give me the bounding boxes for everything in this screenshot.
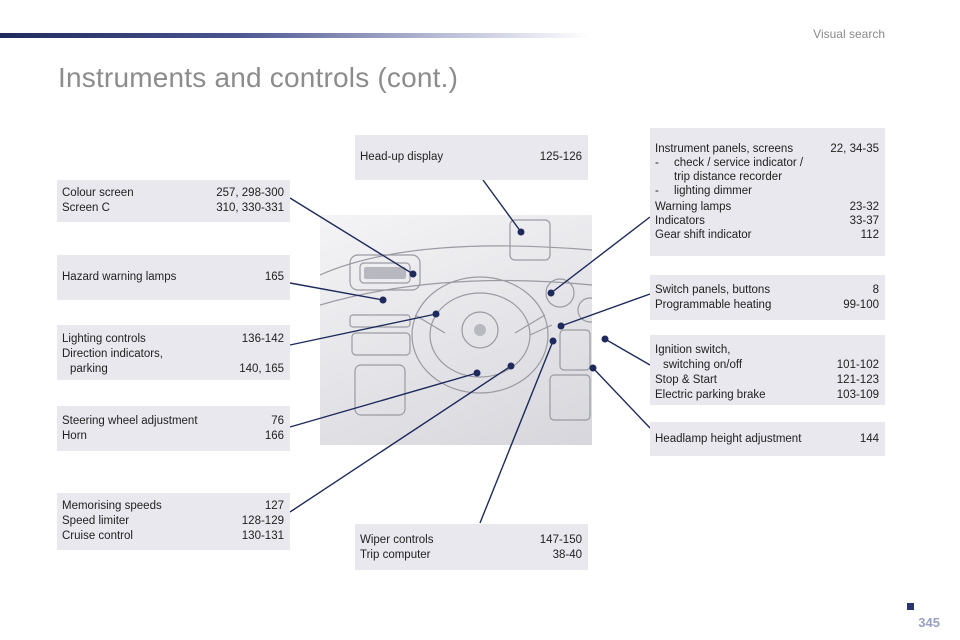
sub-item: trip distance recorder [655,170,879,184]
ref-label: Horn [62,430,87,442]
callout-instrument-panels: Instrument panels, screens 22, 34-35 - che… [650,128,885,256]
ref-label: Electric parking brake [655,389,766,401]
callout-row: Trip computer 38-40 [360,548,582,563]
page-title: Instruments and controls (cont.) [58,62,459,93]
page-ref: 101-102 [836,359,879,371]
callout-colour-screen: Colour screen 257, 298-300 Screen C 310, 3… [57,180,290,222]
ref-label: Cruise control [62,530,133,542]
page-ref: 144 [859,433,879,445]
page-ref: 8 [872,284,879,296]
page-ref: 23-32 [849,201,879,213]
ref-label: Instrument panels, screens [655,143,794,155]
page-ref: 310, 330-331 [216,202,284,214]
callout-row: Programmable heating 99-100 [655,298,879,313]
callout-speeds: Memorising speeds 127 Speed limiter 128-12… [57,493,290,550]
ref-label: Screen C [62,202,110,214]
callout-row: Speed limiter 128-129 [62,514,284,529]
ref-label: Indicators [655,215,705,227]
ref-label: Switch panels, buttons [655,284,771,296]
ref-label: Colour screen [62,187,134,199]
callout-row: Indicators 33-37 [655,214,879,228]
page-ref: 127 [264,500,284,512]
page-ref: 147-150 [539,534,582,546]
ref-label: Steering wheel adjustment [62,415,198,427]
ref-label: Programmable heating [655,299,772,311]
callout-row: Horn 166 [62,429,284,444]
callout-row: parking 140, 165 [62,362,284,377]
page-ref: 103-109 [836,389,879,401]
dash: - [655,185,659,197]
page-ref: 112 [860,229,879,241]
page-ref: 38-40 [552,549,582,561]
dashboard-drawing [320,219,592,421]
section-label: Visual search [813,27,885,41]
callout-steering: Steering wheel adjustment 76 Horn 166 [57,406,290,451]
ref-label: lighting dimmer [674,185,752,197]
callout-row: Wiper controls 147-150 [360,533,582,548]
page-ref: 166 [264,430,284,442]
ref-label: Trip computer [360,549,431,561]
callout-row: Instrument panels, screens 22, 34-35 [655,142,879,156]
callout-wiper: Wiper controls 147-150 Trip computer 38-40 [355,524,588,570]
callout-hazard: Hazard warning lamps 165 [57,255,290,300]
ref-label: Wiper controls [360,534,434,546]
ref-label: Speed limiter [62,515,130,527]
sub-item: - check / service indicator / [655,156,879,170]
callout-row: switching on/off 101-102 [655,358,879,373]
ref-label: Warning lamps [655,201,732,213]
page-ref: 99-100 [843,299,879,311]
callout-ignition: Ignition switch, switching on/off 101-102… [650,335,885,405]
ref-label: Gear shift indicator [655,229,752,241]
page-ref: 140, 165 [239,363,284,375]
page-number: 345 [918,615,940,630]
callout-row: Cruise control 130-131 [62,529,284,544]
page-ref: 76 [271,415,284,427]
ref-label: Hazard warning lamps [62,271,177,283]
ref-label: Stop & Start [655,374,718,386]
callout-row: Electric parking brake 103-109 [655,388,879,403]
page-ref: 22, 34-35 [830,143,879,155]
ref-label: parking [70,363,108,375]
callout-row: Stop & Start 121-123 [655,373,879,388]
ref-label: Direction indicators, [62,348,163,360]
page-ref: 130-131 [241,530,284,542]
sub-item: - lighting dimmer [655,184,879,198]
page-ref: 33-37 [849,215,879,227]
ref-label: trip distance recorder [674,171,783,183]
callout-row: Gear shift indicator 112 [655,228,879,242]
ref-label: switching on/off [663,359,743,371]
header-rule [0,33,590,38]
callout-row: Head-up display 125-126 [360,150,582,165]
callout-row: Warning lamps 23-32 [655,200,879,214]
ref-label: check / service indicator / [674,157,804,169]
ref-label: Memorising speeds [62,500,162,512]
ref-label: Ignition switch, [655,344,731,356]
callout-headlamp: Headlamp height adjustment 144 [650,422,885,456]
dashboard-illustration [320,215,592,445]
callout-head-up-display: Head-up display 125-126 [355,135,588,180]
callout-row: Colour screen 257, 298-300 [62,186,284,201]
callout-row: Screen C 310, 330-331 [62,201,284,216]
dash: - [655,157,659,169]
page-ref: 121-123 [836,374,879,386]
ref-label: Lighting controls [62,333,146,345]
callout-row: Steering wheel adjustment 76 [62,414,284,429]
callout-switch-panels: Switch panels, buttons 8 Programmable hea… [650,275,885,320]
page-ref: 257, 298-300 [216,187,284,199]
page-marker [907,603,914,610]
callout-row: Lighting controls 136-142 [62,332,284,347]
page-ref: 165 [264,271,284,283]
callout-row: Headlamp height adjustment 144 [655,432,879,447]
ref-label: Head-up display [360,151,444,163]
page-ref: 136-142 [241,333,284,345]
callout-lighting: Lighting controls 136-142 Direction indic… [57,325,290,380]
page-ref: 128-129 [241,515,284,527]
callout-row: Memorising speeds 127 [62,499,284,514]
callout-row: Hazard warning lamps 165 [62,270,284,285]
callout-row: Switch panels, buttons 8 [655,283,879,298]
ref-label: Headlamp height adjustment [655,433,802,445]
page-ref: 125-126 [539,151,582,163]
